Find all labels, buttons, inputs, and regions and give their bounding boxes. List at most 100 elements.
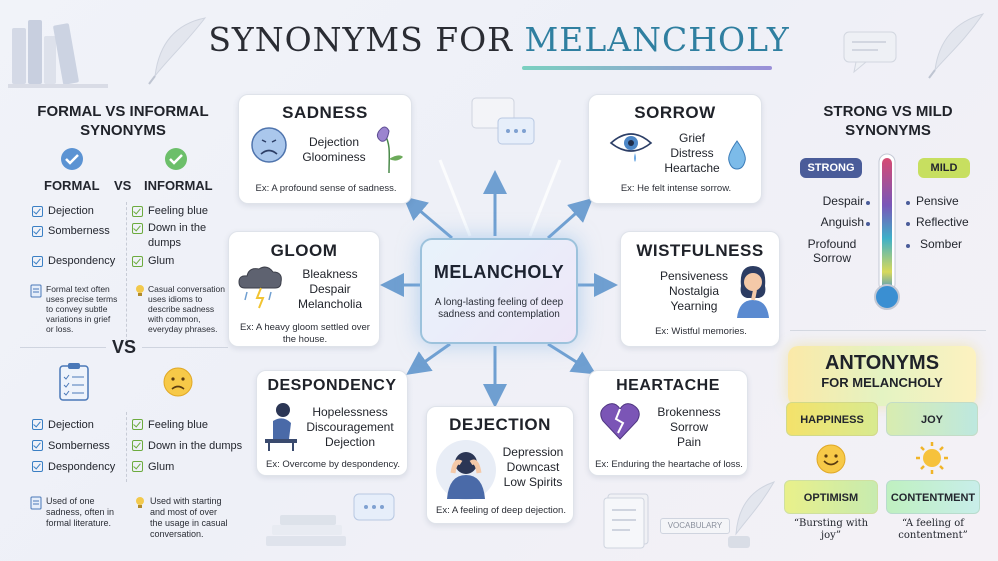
- card-title: WISTFULNESS: [636, 241, 764, 260]
- column-divider: [126, 412, 127, 482]
- list-item: Dejection: [32, 414, 124, 435]
- card-heartache: HEARTACHE Brokenness Sorrow Pain Ex: End…: [588, 370, 748, 476]
- dot: [866, 222, 870, 226]
- sun-icon: [916, 442, 948, 474]
- dot: [906, 201, 910, 205]
- checklist-icon: [59, 363, 89, 401]
- title-underline: [522, 66, 772, 70]
- syn-item: Low Spirits: [503, 475, 563, 489]
- page-title: SYNONYMS FOR MELANCHOLY: [208, 20, 790, 59]
- formal-list: Dejection Somberness Despondency: [32, 201, 124, 271]
- teardrop-icon: [728, 140, 746, 170]
- center-card: MELANCHOLY A long-lasting feeling of dee…: [420, 238, 578, 344]
- syn-item: Grief: [678, 131, 705, 145]
- formal-list-2: Dejection Somberness Despondency: [32, 414, 124, 477]
- quill-icon-right: [928, 13, 985, 79]
- antonym-contentment: CONTENTMENT: [886, 480, 980, 514]
- list-item: Feeling blue: [132, 201, 228, 221]
- syn-item: Despair: [309, 282, 351, 296]
- center-word: MELANCHOLY: [433, 262, 565, 282]
- card-wistfulness: WISTFULNESS Pensiveness Nostalgia Yearni…: [620, 231, 780, 347]
- list-item: Glum: [132, 456, 244, 477]
- card-title: DEJECTION: [449, 415, 551, 434]
- card-sorrow: SORROW Grief Distress Heartache Ex: He f…: [588, 94, 762, 204]
- mild-badge: MILD: [918, 158, 970, 178]
- syn-item: Pain: [676, 435, 702, 449]
- syn-item: Melancholia: [297, 297, 363, 311]
- card-example: Ex: A heavy gloom settled over the house…: [240, 322, 370, 345]
- list-item: Glum: [132, 251, 228, 271]
- antonyms-header: ANTONYMS FOR MELANCHOLY: [788, 346, 976, 406]
- lightbulb-icon: [136, 497, 144, 508]
- syn-item: Downcast: [506, 460, 560, 474]
- storm-cloud-icon: [238, 266, 282, 309]
- informal-list-2: Feeling blue Down in the dumps Glum: [132, 414, 244, 477]
- card-despondency: DESPONDENCY Hopelessness Discouragement …: [256, 370, 408, 476]
- sad-emoji-icon: [163, 367, 193, 397]
- list-item: Down in the: [132, 221, 228, 235]
- quill-icon: [148, 17, 207, 85]
- syn-item: Bleakness: [302, 267, 358, 281]
- card-example: Ex: A feeling of deep dejection.: [436, 505, 566, 516]
- dot: [906, 222, 910, 226]
- quill-inkwell-icon: [728, 481, 776, 548]
- books-illustration: [8, 20, 108, 88]
- syn-item: Dejection: [324, 435, 376, 449]
- divider-line: [790, 330, 986, 331]
- head-in-hands-icon: [436, 440, 496, 500]
- syn-item: Distress: [670, 146, 714, 160]
- vs-divider: VS: [112, 337, 137, 357]
- smiley-icon: [816, 444, 846, 474]
- strong-item: Anguish: [820, 215, 864, 229]
- thermometer-icon: [874, 153, 900, 310]
- syn-item: Pensiveness: [659, 269, 729, 283]
- check-circle-blue-icon: [61, 148, 83, 170]
- list-item: Somberness: [32, 221, 124, 241]
- informal-list: Feeling blue Down in the dumps Glum: [132, 201, 228, 271]
- syn-item: Heartache: [664, 161, 720, 175]
- chat-bubbles-icon: [471, 97, 535, 145]
- card-example: Ex: Overcome by despondency.: [266, 459, 400, 470]
- list-item: Dejection: [32, 201, 124, 221]
- syn-item: Hopelessness: [312, 405, 388, 419]
- broken-heart-icon: [600, 403, 640, 440]
- dot: [866, 201, 870, 205]
- list-item: Despondency: [32, 456, 124, 477]
- card-title: GLOOM: [270, 241, 338, 260]
- card-title: HEARTACHE: [616, 377, 720, 394]
- check-circle-green-icon: [165, 148, 187, 170]
- strong-badge: STRONG: [800, 158, 862, 178]
- card-gloom: GLOOM Bleakness Despair Melancholia Ex: …: [228, 231, 380, 347]
- syn-item: Nostalgia: [668, 284, 720, 298]
- book-stack-icon: [266, 515, 346, 546]
- syn-item: Depression: [502, 445, 564, 459]
- divider-line: [20, 347, 106, 348]
- sad-face-icon: [251, 127, 287, 163]
- card-title: DESPONDENCY: [267, 377, 397, 394]
- list-item: Feeling blue: [132, 414, 244, 435]
- pensive-woman-icon: [737, 266, 769, 318]
- card-example: Ex: Enduring the heartache of loss.: [595, 459, 743, 470]
- wilted-flower-icon: [376, 126, 403, 174]
- card-example: Ex: Wistful memories.: [655, 326, 747, 337]
- card-title: SORROW: [634, 103, 716, 122]
- syn-item: Dejection: [308, 135, 360, 149]
- syn-item: Sorrow: [669, 420, 708, 434]
- despondent-person-icon: [265, 403, 297, 451]
- syn-item: Discouragement: [306, 420, 394, 434]
- vocabulary-tag: VOCABULARY: [660, 518, 730, 534]
- mild-item: Reflective: [916, 215, 969, 229]
- syn-item: Gloominess: [302, 150, 366, 164]
- antonyms-title: ANTONYMS: [824, 352, 940, 374]
- antonym-joy: JOY: [886, 402, 978, 436]
- list-item: Despondency: [32, 251, 124, 271]
- card-example: Ex: A profound sense of sadness.: [255, 183, 397, 194]
- antonyms-subtitle: FOR MELANCHOLY: [821, 375, 943, 390]
